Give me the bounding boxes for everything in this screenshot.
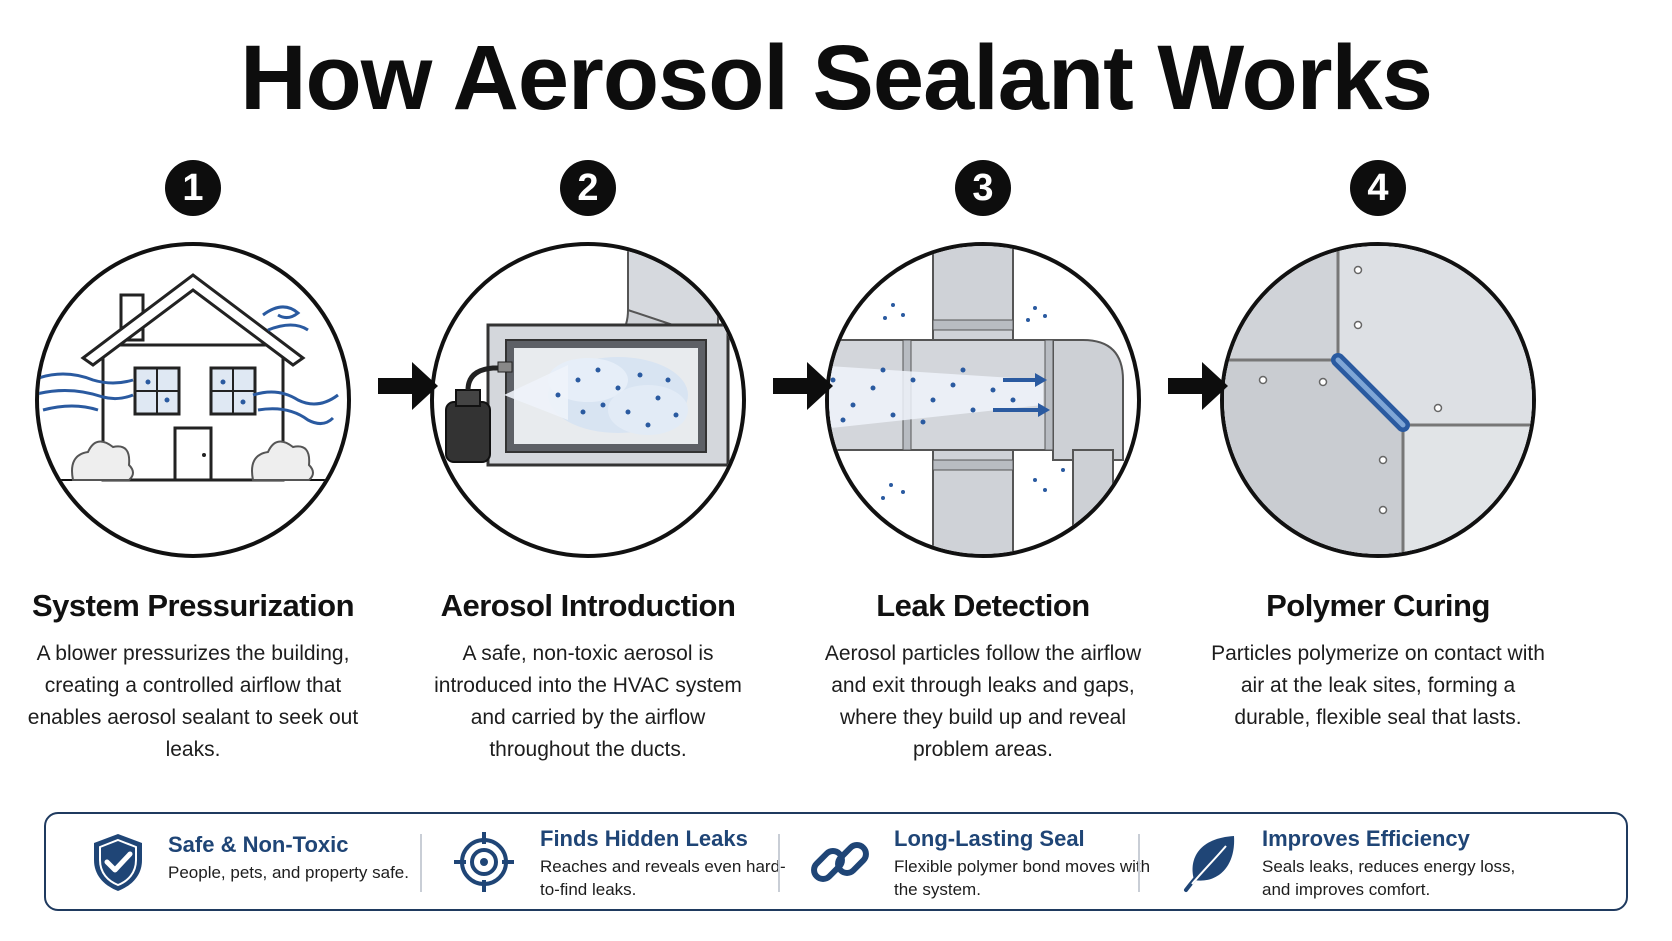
feature-name: Finds Hidden Leaks <box>540 826 748 851</box>
arrow-right-icon <box>1168 362 1228 410</box>
target-icon <box>454 832 514 892</box>
leaf-icon <box>1184 836 1235 892</box>
step-2: 2 <box>408 160 768 766</box>
chain-link-icon <box>811 842 869 882</box>
feature-description: Reaches and reveals even hard-to-find le… <box>540 857 786 899</box>
house-illustration <box>23 230 363 570</box>
aerosol-injector-illustration <box>418 230 758 570</box>
arrow-right-icon <box>773 362 833 410</box>
step-number-badge: 4 <box>1350 160 1406 216</box>
divider <box>420 834 422 892</box>
step-description: A safe, non-toxic aerosol is introduced … <box>434 642 742 761</box>
step-number-badge: 3 <box>955 160 1011 216</box>
feature-description: People, pets, and property safe. <box>168 863 409 882</box>
aerosol-injection-icon <box>430 242 746 558</box>
duct-leak-illustration <box>813 230 1153 570</box>
step-description: A blower pressurizes the building, creat… <box>27 642 359 761</box>
step-4: 4 <box>1198 160 1558 734</box>
step-description: Particles polymerize on contact with air… <box>1211 642 1545 729</box>
polymer-seal-icon <box>1220 242 1536 558</box>
benefits-bar: Safe & Non-Toxic People, pets, and prope… <box>44 812 1628 911</box>
arrow-right-icon <box>378 362 438 410</box>
step-title: Leak Detection <box>876 588 1090 623</box>
leak-detection-icon <box>825 242 1141 558</box>
divider <box>1138 834 1140 892</box>
feature-description: Seals leaks, reduces energy loss, and im… <box>1262 857 1516 899</box>
step-number-badge: 2 <box>560 160 616 216</box>
house-pressurization-icon <box>35 242 351 558</box>
feature-name: Long-Lasting Seal <box>894 826 1085 851</box>
feature-name: Improves Efficiency <box>1262 826 1470 851</box>
feature-description: Flexible polymer bond moves with the sys… <box>894 857 1151 899</box>
step-title: System Pressurization <box>31 588 355 623</box>
step-title: Polymer Curing <box>1266 588 1490 623</box>
step-title: Aerosol Introduction <box>440 588 736 623</box>
page-title: How Aerosol Sealant Works <box>240 27 1433 129</box>
step-number-badge: 1 <box>165 160 221 216</box>
step-3: 3 <box>803 160 1163 766</box>
step-1: 1 <box>13 160 373 766</box>
step-description: Aerosol particles follow the airflow and… <box>824 642 1142 761</box>
sealed-seam-illustration <box>1208 230 1548 570</box>
feature-name: Safe & Non-Toxic <box>168 832 349 857</box>
divider <box>778 834 780 892</box>
shield-check-icon <box>94 834 142 891</box>
